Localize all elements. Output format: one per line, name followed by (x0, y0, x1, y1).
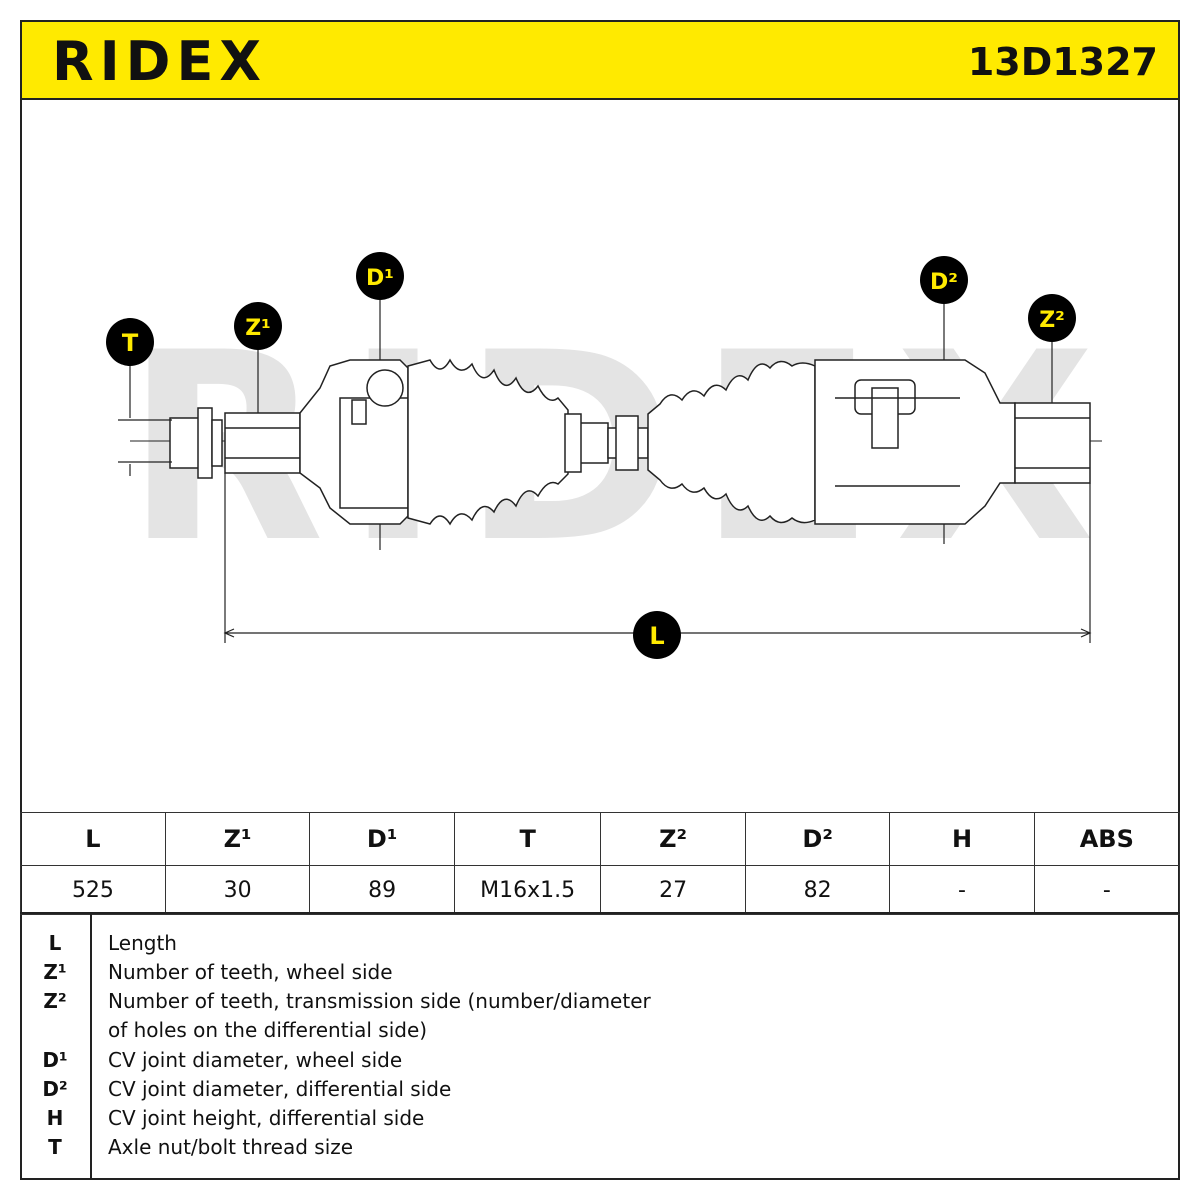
legend-text: Axle nut/bolt thread size (108, 1135, 354, 1159)
svg-text:L: L (649, 622, 664, 650)
spec-header-cell: H (889, 812, 1035, 866)
legend-symbol: Z² (43, 989, 67, 1013)
brand-logo: RIDEX (52, 30, 268, 93)
svg-text:Z¹: Z¹ (245, 316, 271, 341)
legend-text: CV joint diameter, differential side (108, 1077, 452, 1101)
legend-text: Number of teeth, transmission side (numb… (108, 989, 651, 1013)
t-dimension (118, 366, 172, 476)
legend-symbol: Z¹ (43, 960, 67, 984)
spec-header-row: L Z¹ D¹ T Z² D² H ABS (20, 812, 1181, 866)
legend-text: CV joint diameter, wheel side (108, 1048, 403, 1072)
spec-value-cell: - (889, 865, 1035, 915)
spec-value-cell: M16x1.5 (453, 865, 602, 915)
legend-text: CV joint height, differential side (108, 1106, 425, 1130)
svg-text:D²: D² (930, 270, 958, 295)
spec-header-cell: D¹ (309, 812, 455, 866)
legend-text: Number of teeth, wheel side (108, 960, 393, 984)
legend-symbol-column (20, 914, 92, 1180)
intermediate-shaft (564, 413, 649, 473)
transmission-tripod-housing (814, 359, 1016, 525)
l-callout: L (633, 611, 681, 659)
spec-value-cell: - (1033, 865, 1181, 915)
header-bar: RIDEX 13D1327 (20, 20, 1180, 100)
transmission-side-stub (1014, 402, 1091, 484)
spec-header-cell: D² (744, 812, 891, 866)
spec-value-row: 525 30 89 M16x1.5 27 82 - - (20, 865, 1181, 915)
axle-bolt (169, 407, 223, 479)
wheel-side-boot (407, 358, 569, 526)
part-number: 13D1327 (967, 40, 1158, 84)
t-callout: T (106, 318, 154, 366)
legend-symbol: H (46, 1106, 64, 1130)
d1-callout: D¹ (356, 252, 404, 300)
spec-value-cell: 89 (309, 865, 455, 915)
z1-callout: Z¹ (234, 302, 282, 350)
legend-symbol: T (48, 1135, 62, 1159)
svg-text:T: T (122, 329, 139, 357)
spec-value-cell: 27 (600, 865, 746, 915)
spec-table: L Z¹ D¹ T Z² D² H ABS 525 30 89 M16x1.5 … (20, 812, 1181, 915)
legend-symbol: D¹ (42, 1048, 68, 1072)
spec-header-cell: T (453, 812, 602, 866)
spec-value-cell: 30 (164, 865, 311, 915)
spec-header-cell: Z¹ (164, 812, 311, 866)
z2-callout: Z² (1028, 294, 1076, 342)
legend-text: of holes on the differential side) (108, 1018, 428, 1042)
d2-callout: D² (920, 256, 968, 304)
legend-text: Length (108, 931, 177, 955)
legend-symbol (20, 1016, 90, 1045)
spec-header-cell: ABS (1033, 812, 1181, 866)
legend-symbol: L (48, 931, 62, 955)
driveshaft-diagram: RIDEX (106, 252, 1102, 659)
svg-text:Z²: Z² (1039, 308, 1065, 333)
legend-symbol: D² (42, 1077, 68, 1101)
spec-value-cell: 525 (20, 865, 166, 915)
svg-text:D¹: D¹ (366, 266, 394, 291)
spec-header-cell: Z² (600, 812, 746, 866)
wheel-side-stub (224, 412, 301, 474)
spec-value-cell: 82 (744, 865, 891, 915)
spec-header-cell: L (20, 812, 166, 866)
legend: L Length Z¹ Number of teeth, wheel side … (20, 912, 1180, 1180)
wheel-cv-joint (299, 359, 421, 525)
